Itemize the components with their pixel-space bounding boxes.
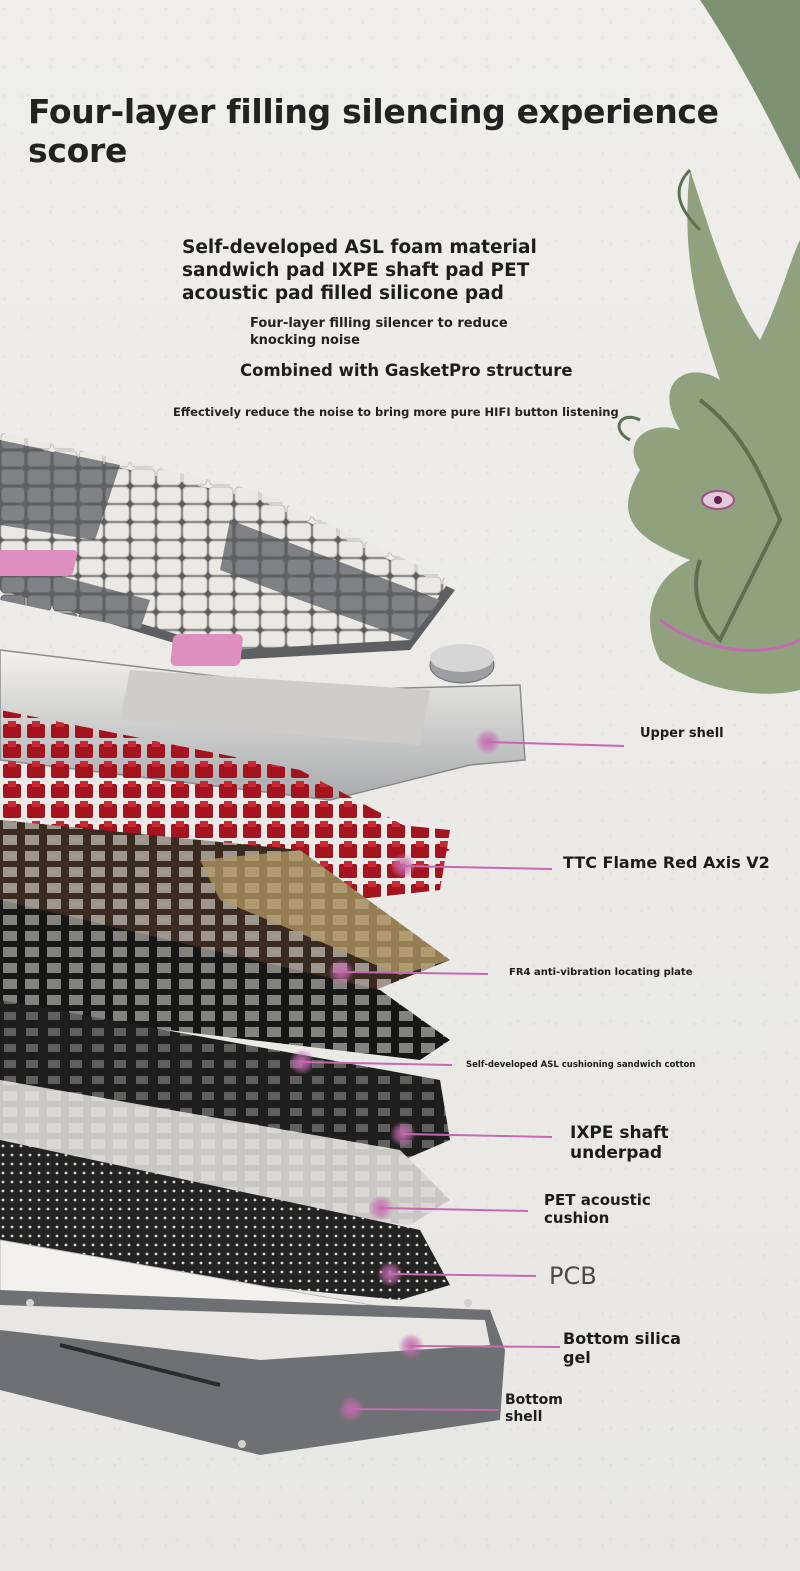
bottom-shell-layer <box>0 1239 505 1455</box>
keycap-layer <box>0 432 455 666</box>
label-pet-cushion: PET acoustic cushion <box>544 1191 651 1227</box>
label-bottom-shell: Bottom shell <box>505 1392 563 1425</box>
headline: Four-layer filling silencing experience … <box>28 92 719 170</box>
label-fr4-plate: FR4 anti-vibration locating plate <box>509 967 693 978</box>
label-sandwich-cotton: Self-developed ASL cushioning sandwich c… <box>466 1060 696 1070</box>
benefit-text: Effectively reduce the noise to bring mo… <box>173 405 619 419</box>
dragon-illustration <box>617 0 800 694</box>
structure-text: Combined with GasketPro structure <box>240 361 573 380</box>
label-upper-shell: Upper shell <box>640 726 724 741</box>
sandwich-cotton-layer <box>0 900 450 1060</box>
silencer-text: Four-layer filling silencer to reduce kn… <box>250 316 508 348</box>
callout-markers <box>289 729 625 1422</box>
label-ixpe-underpad: IXPE shaft underpad <box>570 1123 669 1164</box>
materials-text: Self-developed ASL foam material sandwic… <box>182 237 537 304</box>
label-pcb: PCB <box>549 1262 597 1290</box>
label-switches: TTC Flame Red Axis V2 <box>563 853 770 872</box>
label-bottom-silica: Bottom silica gel <box>563 1329 681 1368</box>
